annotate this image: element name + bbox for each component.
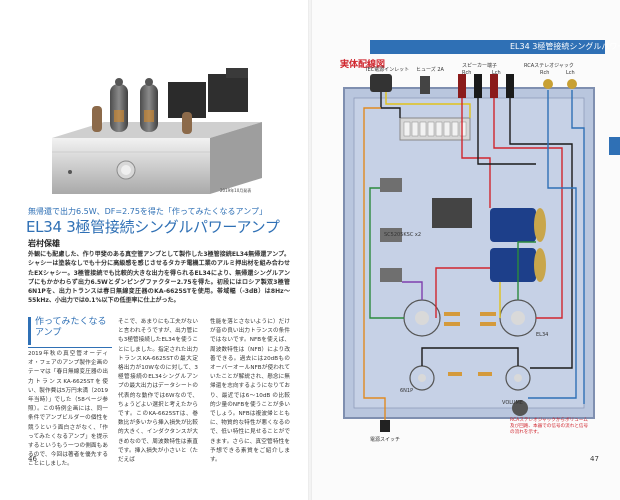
article-intro: 外観にも配慮した、作り甲斐のある真空管アンプとして製作した3極管接続EL34無帰… [28,251,290,305]
label-speaker-terminal: スピーカー端子 [462,63,498,69]
label-power-switch: 電源スイッチ [370,437,401,443]
label-el34: EL34 [536,332,549,338]
label-rca-jack: RCAステレオジャック [524,63,574,69]
photo-caption: 2019年10月発表 [220,188,252,193]
label-speaker-lch: Lch [492,70,501,76]
gutter [308,0,312,500]
running-header: EL34 3極管接続シングルパワーアンプ [370,40,620,54]
label-fuse: ヒューズ 2A [416,67,444,73]
side-index-tab [609,137,620,155]
label-iec-inlet: IEC電源インレット [366,67,410,73]
body-column-1: 2019年秋の真空管オーディオ・フェアのアンプ製作企画のテーマは「春日無線変圧器… [28,351,108,468]
left-page [0,0,310,500]
page-number-right: 47 [590,455,599,463]
body-column-3: 性能を落とさないように）だけが音の良い出力トランスの条件ではないです。NFBを使… [210,319,290,464]
label-diode: SC5205KSC x2 [384,232,422,238]
page-number-left: 46 [28,455,37,463]
label-rca-rch: Rch [540,70,550,76]
section-heading: 作ってみたくなるアンプ [28,317,112,348]
article-lead: 無帰還で出力6.5W、DF=2.75を得た「作ってみたくなるアンプ」 [28,207,267,216]
diagram-callout: RCAステレオジャックからボリューム及び回路、本器での信号の流れと信号の流れを示… [510,418,589,435]
amplifier-photo [52,68,262,194]
wiring-diagram [343,74,595,432]
label-volume: VOLUME [502,400,523,406]
label-speaker-rch: Rch [462,70,472,76]
label-6n1p: 6N1P [400,388,414,394]
diagram-title: 実体配線図 [340,60,386,70]
article-title: EL34 3極管接続シングルパワーアンプ [26,218,280,236]
article-author: 岩村保雄 [28,239,60,248]
label-rca-lch: Lch [566,70,575,76]
body-column-2: そこで、あまりにも工夫がないと言われそうですが、出力管にも3極管接続したEL34… [118,319,198,464]
